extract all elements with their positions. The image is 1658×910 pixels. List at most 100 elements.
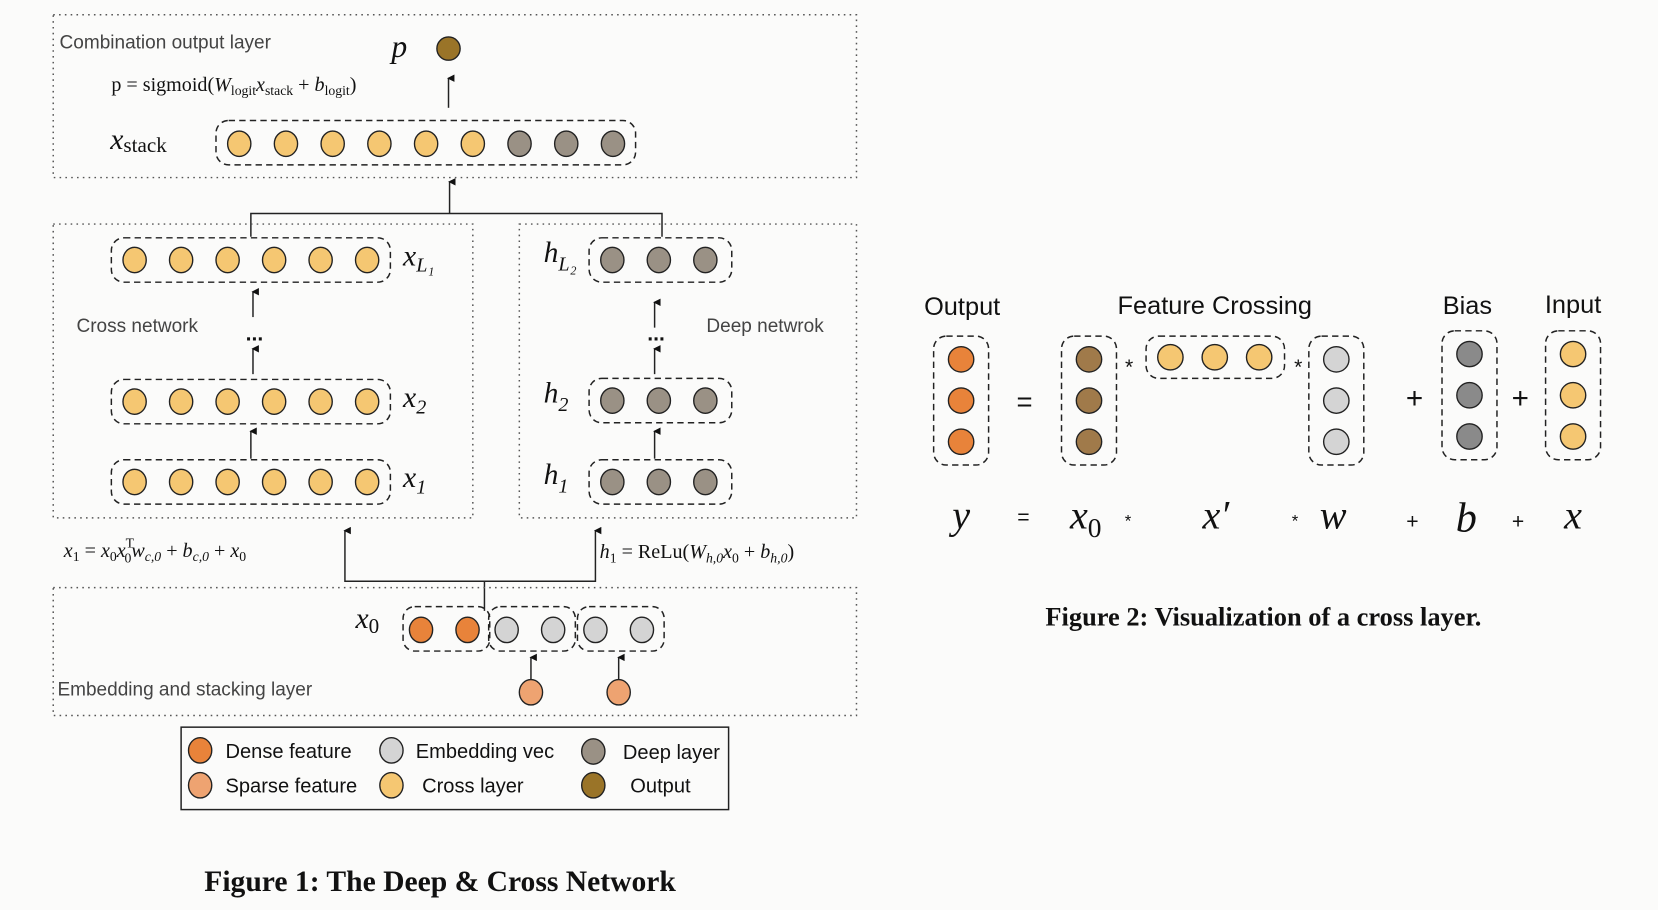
legend-item-dense: Dense feature (187, 737, 352, 764)
formula-w: W (214, 74, 233, 96)
bias-vector-node (1456, 423, 1483, 450)
deep-node (646, 468, 672, 496)
cross-node (215, 468, 240, 496)
x0-groups (402, 605, 665, 652)
legend-swatch-sparse (187, 771, 213, 799)
x0-vector (1060, 335, 1118, 466)
legend-label: Embedding vec (416, 741, 554, 763)
x-prime-node (1245, 343, 1273, 371)
deep-layer-label: h1 (544, 459, 569, 497)
deep-layer-box (588, 377, 733, 424)
x-stack-node-cross (320, 130, 345, 158)
x0-vector-box (1060, 335, 1118, 466)
deep-layer-label: h2 (544, 378, 569, 416)
cross-node (122, 468, 147, 496)
formula-x: x (255, 74, 265, 96)
cross-node (168, 388, 194, 415)
cross-node (261, 388, 287, 415)
deep-node (693, 387, 718, 414)
deep-formula: h1 = ReLu(Wh,0x0 + bh,0) (600, 541, 795, 565)
bias-vector-box (1441, 330, 1498, 461)
cross-layer-symbol: x (402, 240, 416, 272)
w-vector-node (1322, 428, 1350, 456)
eq-plus-2: + (1512, 510, 1524, 533)
deep-node (693, 468, 718, 496)
cross-node (122, 246, 147, 274)
input-vector-node (1559, 423, 1587, 450)
output-vector (932, 335, 990, 466)
w-vector-box (1308, 335, 1365, 466)
op-plus-1: + (1406, 382, 1423, 415)
deep-node (600, 387, 625, 414)
cf-x0a: x (100, 540, 110, 562)
op-equals: = (1017, 386, 1033, 417)
x-prime-node (1157, 343, 1184, 371)
combination-output-layer: Combination output layer p p = sigmoid(W… (52, 14, 858, 179)
header-output: Output (924, 293, 1000, 321)
deep-layer-sub: L₂ (557, 254, 576, 276)
cross-layer-symbol: x (402, 462, 416, 494)
input-vector (1544, 330, 1602, 461)
input-vector-box (1544, 330, 1602, 461)
df-plus: + (739, 541, 760, 563)
cross-network-box (52, 223, 474, 519)
eq-times-1: * (1125, 511, 1132, 530)
df-close: ) (787, 541, 794, 563)
cross-layer-label: x2 (402, 382, 426, 418)
x-stack-node-deep (600, 130, 626, 158)
deep-layer-label: hL₂ (544, 237, 577, 275)
x0-group-2 (487, 605, 577, 652)
df-w-sub: h,0 (706, 550, 723, 565)
eq-x0: x0 (1069, 492, 1102, 542)
split-line (343, 526, 602, 583)
x0-group-box (576, 605, 665, 652)
eq-x0-symbol: x (1069, 492, 1088, 537)
x-stack-node-deep (507, 130, 532, 158)
cf-transpose: T (126, 535, 135, 550)
x-stack-node-cross (413, 130, 439, 158)
embedding-stacking-layer: Embedding and stacking layer x0 (52, 586, 858, 717)
x-stack-node-cross (273, 130, 299, 158)
embedding-node (629, 616, 655, 644)
formula-b-sub: logit (325, 83, 350, 98)
header-bias: Bias (1443, 292, 1492, 320)
df-h1-sub: 1 (610, 550, 617, 565)
x0-sub: 0 (369, 614, 380, 638)
legend-item-embedding: Embedding vec (379, 737, 554, 764)
deep-layer-symbol: h (544, 378, 559, 410)
x0-symbol: x (355, 603, 369, 635)
header-feature-crossing: Feature Crossing (1118, 292, 1313, 320)
cf-x1: x (63, 540, 73, 562)
eq-plus-1: + (1406, 510, 1418, 533)
df-b: b (760, 541, 770, 563)
legend-swatch-deep (580, 738, 606, 765)
sparse-inputs (518, 653, 631, 706)
w-vector (1308, 335, 1365, 466)
formula-plus: + (293, 74, 314, 96)
legend-box (180, 726, 730, 811)
cross-node (215, 246, 240, 274)
cf-eq: = (80, 540, 101, 562)
sigmoid-formula: p = sigmoid(Wlogitxstack + blogit) (111, 74, 356, 98)
eq-times-2: * (1292, 511, 1299, 530)
output-node (436, 36, 461, 61)
output-vector-node (947, 428, 975, 456)
cross-node (261, 246, 287, 274)
embedding-node (494, 616, 519, 644)
figure-1-caption: Figure 1: The Deep & Cross Network (204, 866, 676, 898)
df-b-sub: h,0 (770, 550, 787, 565)
x0-vector-node (1075, 387, 1103, 414)
eq-b: b (1456, 495, 1477, 542)
cf-w-sub: c,0 (145, 549, 162, 564)
cross-node (261, 468, 287, 496)
deep-layer-box (588, 237, 733, 283)
cross-node (215, 388, 240, 415)
cf-b-sub: c,0 (193, 549, 210, 564)
x-prime-node (1201, 343, 1229, 371)
output-vector-node (947, 387, 975, 414)
embedding-node (540, 616, 566, 644)
combination-layer-label: Combination output layer (60, 33, 272, 54)
w-vector-node (1322, 345, 1350, 373)
